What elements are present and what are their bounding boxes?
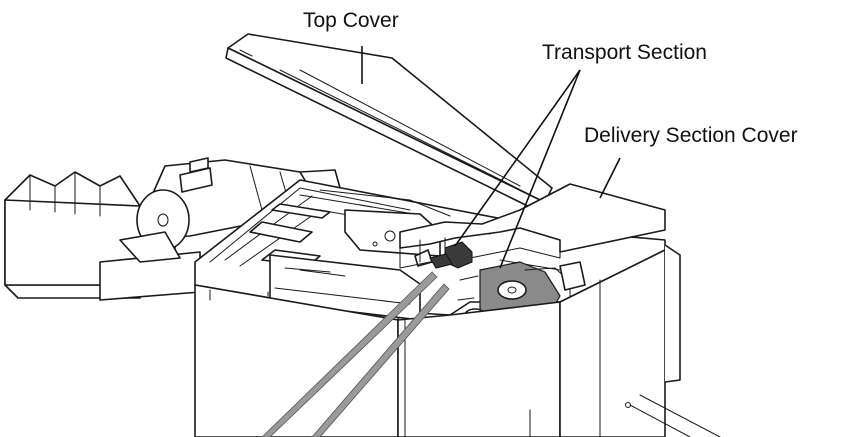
pointer-arrows	[261, 271, 450, 437]
transport-leader-left	[454, 69, 581, 247]
transport-leader-right	[499, 69, 581, 269]
leader-lines	[361, 46, 621, 269]
delivery-cover-leader	[599, 157, 621, 199]
delivery-section-cover	[399, 183, 666, 269]
label-top-cover: Top Cover	[303, 9, 399, 32]
label-transport-section: Transport Section	[542, 41, 707, 64]
label-delivery-section-cover: Delivery Section Cover	[584, 124, 798, 147]
